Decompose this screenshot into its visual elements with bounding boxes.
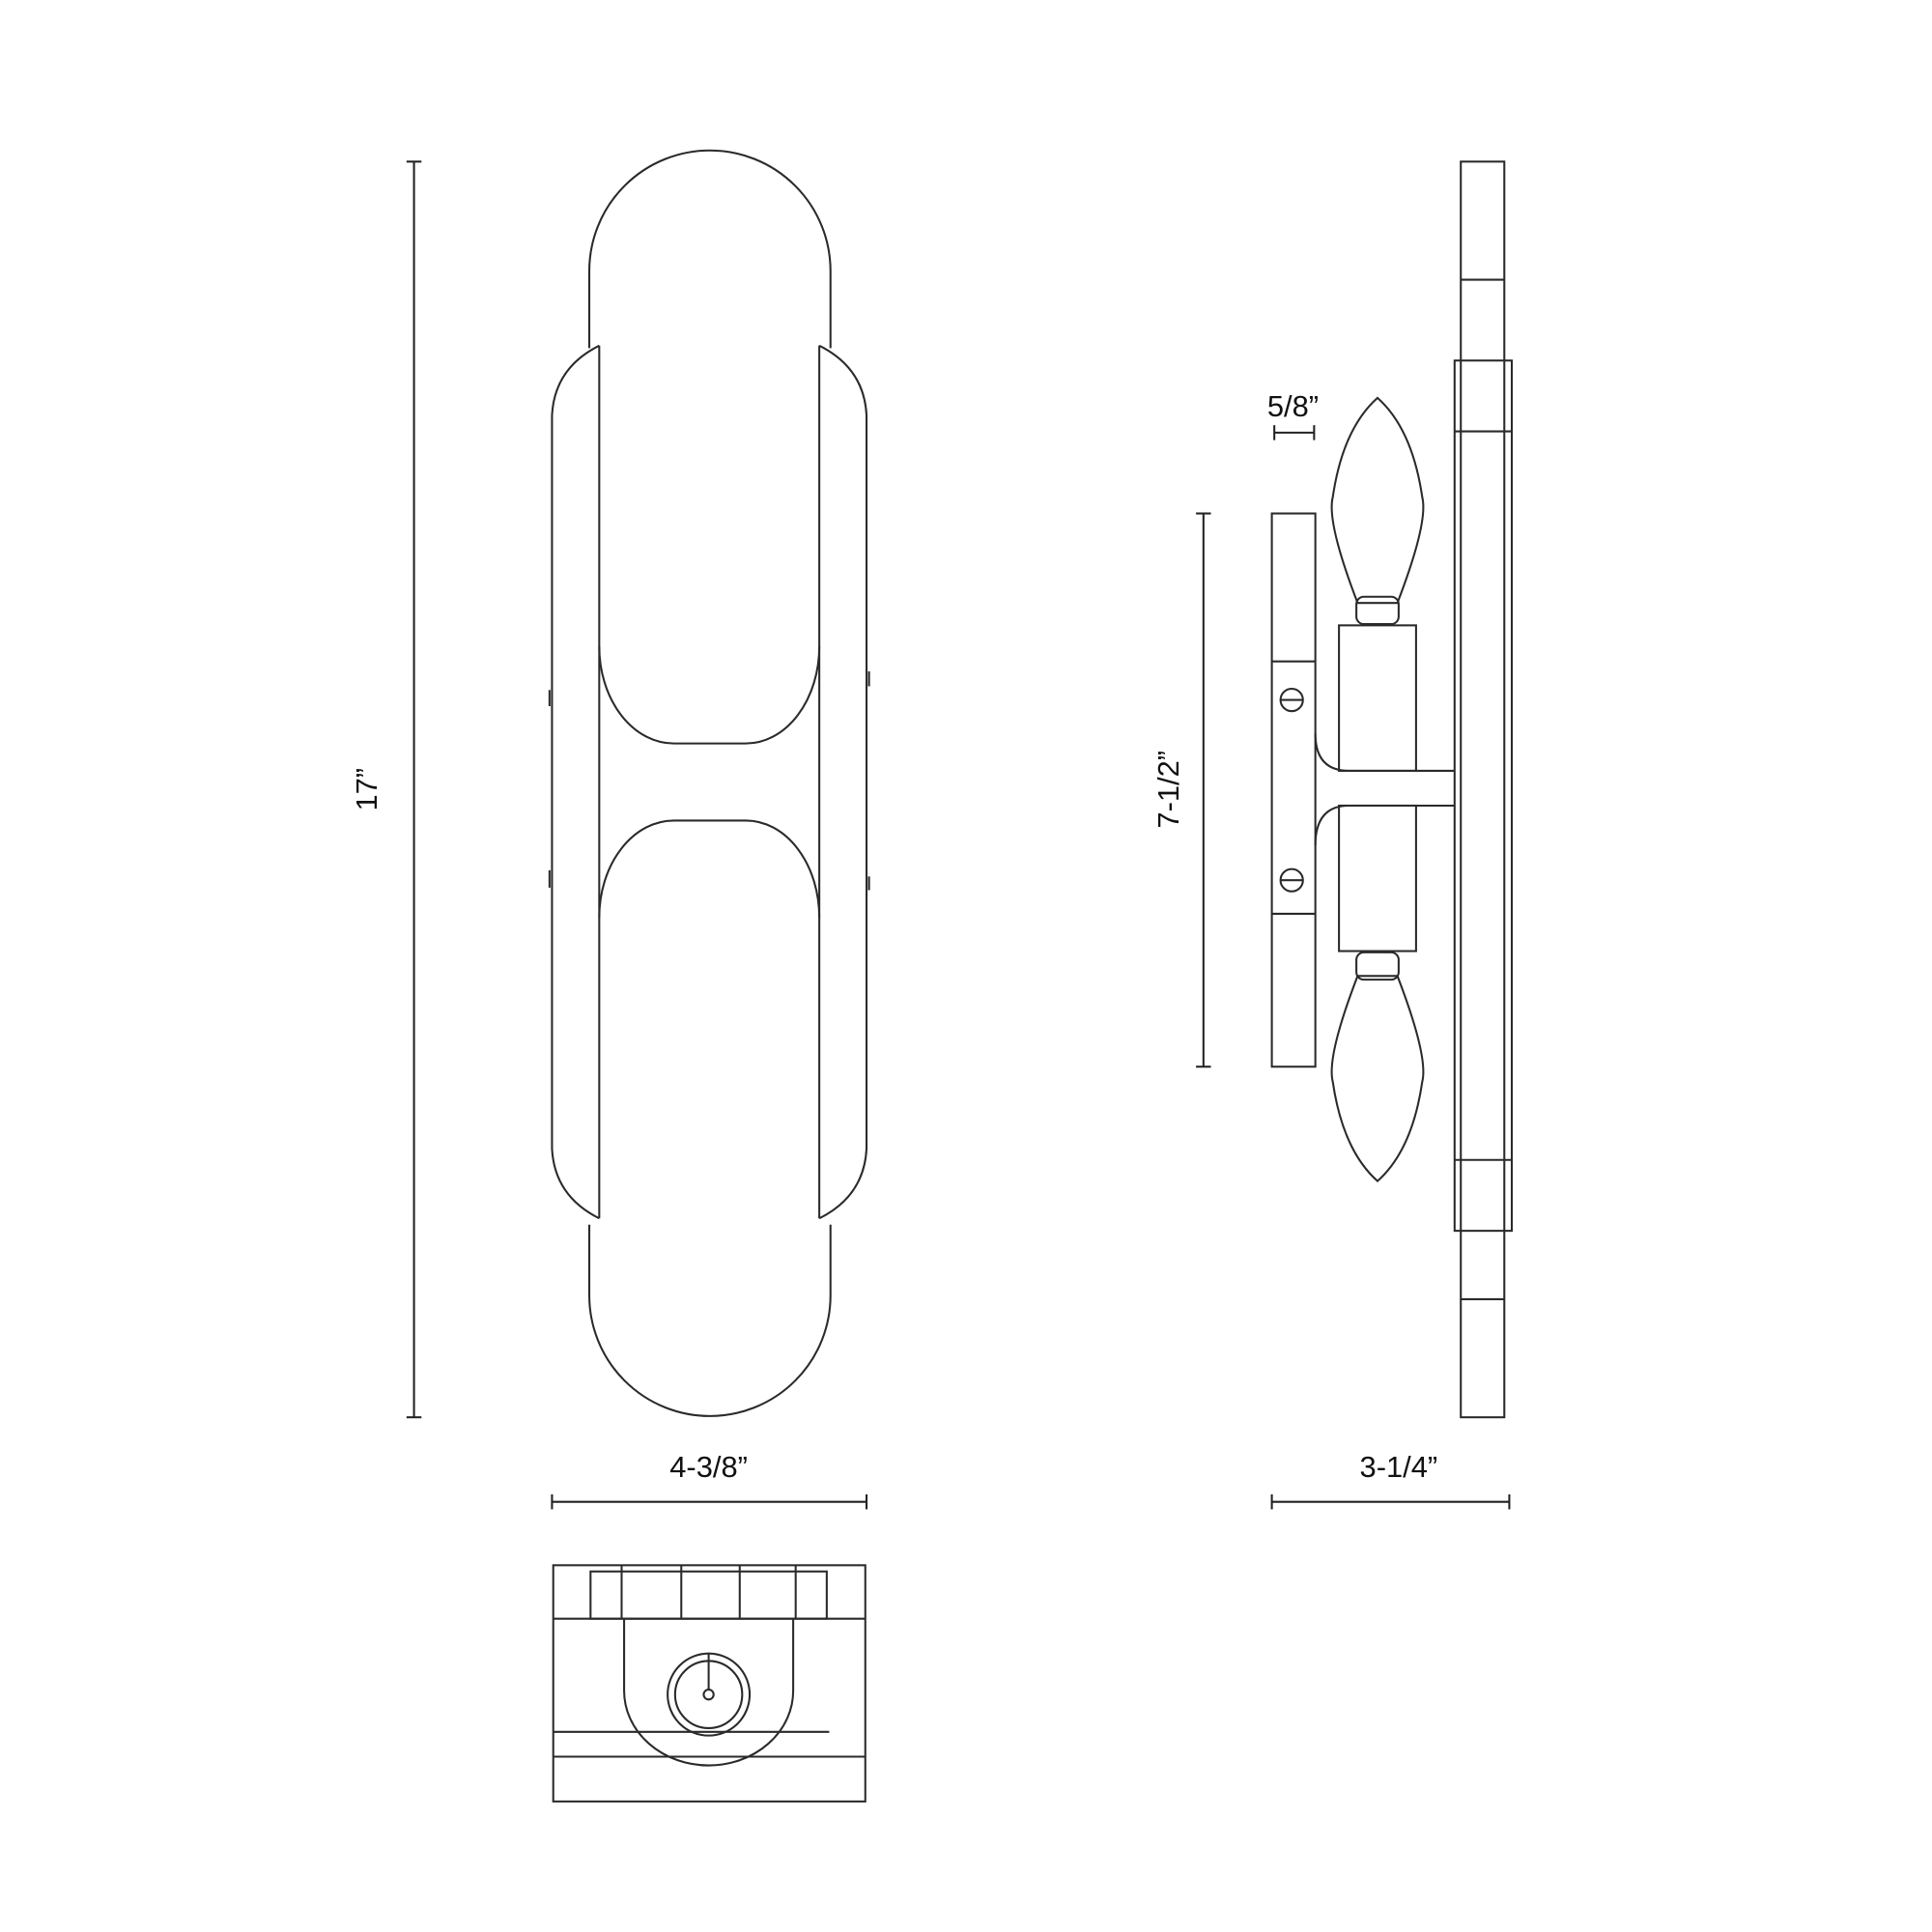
width-label: 4-3/8” <box>669 1450 748 1484</box>
height-label: 17” <box>350 768 384 811</box>
side-view <box>1270 160 1514 1419</box>
backplate-depth-dimension: 5/8” <box>1267 389 1319 440</box>
top-view <box>552 1564 867 1803</box>
front-view <box>548 149 870 1417</box>
backplate-depth-label: 5/8” <box>1267 389 1319 423</box>
depth-dimension: 3-1/4” <box>1270 1450 1511 1510</box>
backplate-height-dimension: 7-1/2” <box>1151 512 1211 1068</box>
depth-label: 3-1/4” <box>1360 1450 1438 1484</box>
width-dimension: 4-3/8” <box>551 1450 868 1510</box>
backplate-height-label: 7-1/2” <box>1151 751 1185 829</box>
height-dimension: 17” <box>350 160 422 1419</box>
